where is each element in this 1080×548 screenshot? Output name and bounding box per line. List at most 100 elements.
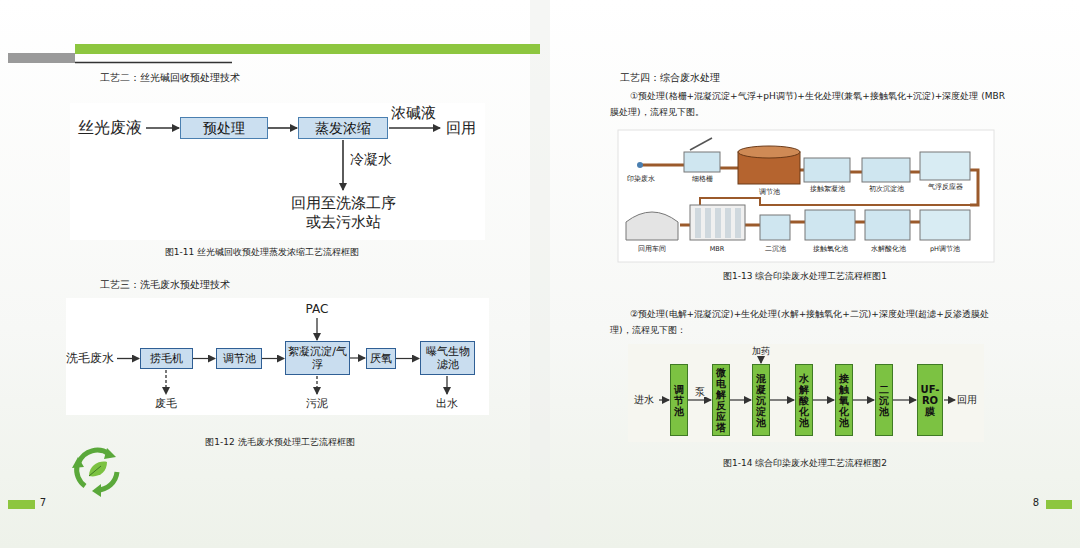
unit-label: 水解酸化池 — [871, 245, 906, 253]
figure-panel — [66, 298, 489, 415]
figure-caption: 图1-14 综合印染废水处理工艺流程框图2 — [723, 458, 887, 469]
page-number: 7 — [40, 497, 46, 510]
unit-label: 二沉池 — [765, 245, 786, 253]
flow-output: 回用 — [446, 119, 476, 138]
header-line — [75, 62, 232, 64]
flow-arrow — [760, 358, 761, 363]
unit-label: 回用车间 — [638, 245, 666, 253]
unit-label: pH调节池 — [930, 245, 960, 253]
process-box: 水解酸化池 — [795, 364, 813, 436]
figure-panel — [628, 344, 984, 442]
page-fold — [530, 0, 550, 548]
figure-caption: 图1-13 综合印染废水处理工艺流程框图1 — [723, 271, 887, 282]
flow-arrow — [268, 127, 297, 129]
flow-output: 冷凝水 — [350, 151, 392, 169]
header-bar — [75, 44, 540, 54]
flow-output: 回用 — [957, 394, 977, 407]
box-text: 调节池 — [223, 352, 256, 365]
process-box: 蒸发浓缩 — [298, 117, 388, 140]
flow-arrow — [659, 399, 669, 400]
flow-arrow — [193, 358, 215, 359]
section-heading: 工艺二：丝光碱回收预处理技术 — [100, 72, 240, 84]
process-box: 厌氧 — [366, 348, 396, 369]
flow-arrow — [730, 399, 751, 400]
box-text: 曝气生物滤池 — [423, 345, 472, 371]
flow-input: 丝光废液 — [78, 118, 142, 138]
flow-arrow — [262, 358, 284, 359]
unit-label: 接触絮凝池 — [810, 185, 845, 193]
box-text: 微电解反应塔 — [716, 367, 726, 433]
flow-input: 洗毛废水 — [66, 351, 114, 366]
flow-arrow — [350, 357, 365, 358]
header-block — [8, 53, 75, 63]
flow-output: 回用至洗涤工序 或去污水站 — [282, 194, 404, 232]
footer-bar — [1046, 500, 1072, 509]
box-text: 二沉池 — [879, 384, 889, 417]
footer-bar — [8, 500, 35, 509]
unit-label: MBR — [710, 245, 725, 253]
flow-output: 污泥 — [306, 397, 328, 411]
process-box: 曝气生物滤池 — [420, 341, 475, 375]
flow-arrow — [893, 399, 916, 400]
flow-arrow — [396, 358, 419, 359]
section-heading: 工艺四：综合废水处理 — [620, 72, 720, 84]
paragraph: ①预处理(格栅+混凝沉淀+气浮+pH调节)+生化处理(兼氧+接触氧化+沉淀)+深… — [610, 89, 1005, 121]
dashed-arrow — [165, 370, 166, 394]
box-text: 预处理 — [203, 120, 245, 137]
process-box: 接触氧化池 — [835, 364, 853, 436]
section-heading: 工艺三：洗毛废水预处理技术 — [100, 279, 230, 291]
edge-label: 泵 — [694, 386, 706, 397]
flow-arrow — [770, 399, 794, 400]
process-box: UF-RO膜 — [917, 364, 943, 436]
box-text: 水解酸化池 — [799, 373, 809, 428]
process-box: 调节池 — [216, 348, 262, 369]
box-text: UF-RO膜 — [920, 384, 940, 417]
box-text: 接触氧化池 — [839, 373, 849, 428]
box-text: 蒸发浓缩 — [315, 120, 371, 137]
flow-output: 浓碱液 — [391, 104, 436, 123]
process-box: 二沉池 — [875, 364, 893, 436]
unit-label: 调节池 — [759, 188, 780, 196]
flow-arrow — [316, 318, 317, 340]
process-box: 捞毛机 — [140, 348, 193, 369]
unit-label: 初次沉淀池 — [869, 185, 904, 193]
flow-arrow — [446, 376, 447, 394]
box-text: 絮凝沉淀/气浮 — [288, 345, 347, 371]
process-box: 微电解反应塔 — [712, 364, 730, 436]
flow-arrow — [389, 127, 440, 129]
box-text: 混凝沉淀池 — [756, 373, 766, 428]
figure-panel — [70, 103, 485, 240]
process-box: 预处理 — [180, 117, 268, 140]
flow-arrow — [146, 127, 179, 129]
chemical-input: 加药 — [752, 346, 770, 357]
box-text: 厌氧 — [370, 352, 392, 365]
flow-arrow — [688, 399, 711, 400]
flow-arrow — [342, 140, 344, 190]
flow-arrow — [117, 358, 139, 359]
chemical-input: PAC — [306, 302, 329, 317]
flow-arrow — [813, 399, 834, 400]
flow-output: 废毛 — [155, 397, 177, 411]
flow-arrow — [944, 399, 955, 400]
process-box: 调节池 — [670, 364, 688, 436]
figure-caption: 图1-12 洗毛废水预处理工艺流程框图 — [205, 437, 354, 448]
process-box: 混凝沉淀池 — [752, 364, 770, 436]
figure-caption: 图1-11 丝光碱回收预处理蒸发浓缩工艺流程框图 — [165, 247, 359, 258]
recycle-icon — [72, 448, 117, 497]
dashed-arrow — [316, 376, 317, 394]
unit-label: 细格栅 — [692, 175, 713, 183]
paragraph: ②预处理(电解+混凝沉淀)+生化处理(水解+接触氧化+二沉)+深度处理(超滤+反… — [610, 307, 1005, 339]
unit-label: 印染废水 — [627, 175, 655, 183]
flow-output: 出水 — [436, 397, 458, 411]
flow-arrow — [853, 399, 874, 400]
flow-input: 进水 — [634, 394, 654, 407]
process-box: 絮凝沉淀/气浮 — [285, 341, 350, 375]
unit-label: 气浮反应器 — [928, 183, 963, 191]
box-text: 捞毛机 — [150, 352, 183, 365]
page-number: 8 — [1033, 497, 1039, 510]
unit-label: 接触氧化池 — [813, 245, 848, 253]
box-text: 调节池 — [674, 384, 684, 417]
plant-illustration — [618, 130, 994, 262]
